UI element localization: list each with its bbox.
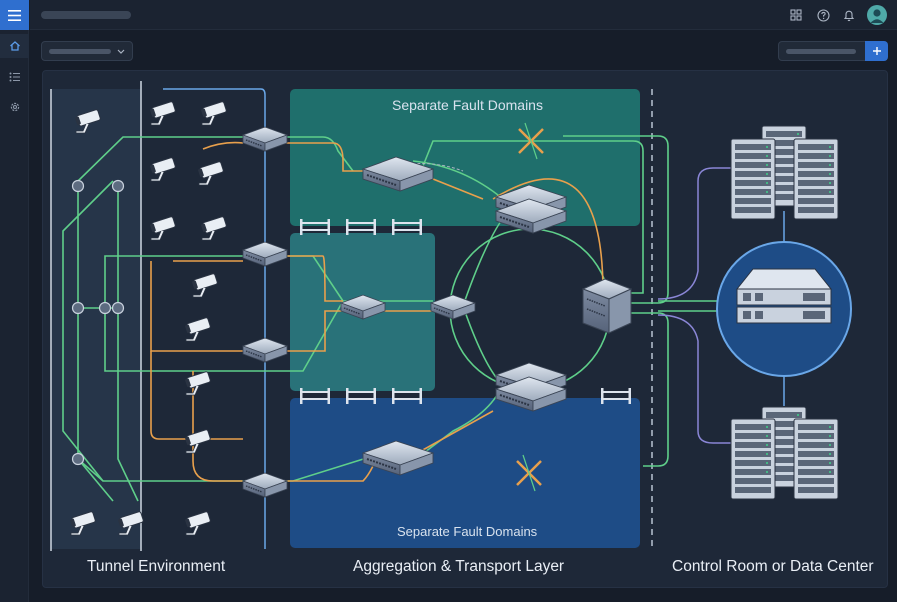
camera-icon (184, 510, 212, 536)
edge-switch-icon (242, 337, 288, 363)
network-diagram-canvas: Separate Fault Domains Separate Fault Do… (42, 70, 888, 588)
broken-link-icon (516, 454, 542, 492)
broken-link-icon (518, 122, 544, 160)
help-icon[interactable] (815, 7, 831, 23)
dropdown-value-placeholder (49, 49, 111, 54)
gear-icon (10, 102, 19, 112)
camera-icon (149, 156, 177, 182)
grid-icon[interactable] (788, 7, 804, 23)
home-icon (9, 41, 20, 51)
search-input[interactable] (778, 41, 866, 61)
camera-icon (200, 215, 228, 241)
camera-icon (191, 272, 219, 298)
view-select-dropdown[interactable] (41, 41, 133, 61)
edge-switch-icon (242, 241, 288, 267)
chevron-down-icon (117, 49, 125, 54)
sidebar-item-list[interactable] (0, 65, 29, 89)
add-button[interactable] (865, 41, 888, 61)
camera-icon (184, 370, 212, 396)
plus-icon (872, 47, 881, 55)
bottom-fault-domain-zone (290, 398, 640, 548)
tunnel-section-label: Tunnel Environment (87, 558, 226, 575)
toolbar (30, 31, 897, 69)
server-rack-icon (793, 138, 839, 220)
camera-icon (184, 316, 212, 342)
aggregation-section-label: Aggregation & Transport Layer (353, 558, 565, 575)
camera-icon (184, 428, 212, 454)
camera-icon (149, 100, 177, 126)
edge-switch-icon (242, 472, 288, 498)
server-rack-icon (730, 418, 776, 500)
top-fault-domain-zone (290, 89, 640, 226)
sidebar-item-home[interactable] (0, 34, 29, 58)
list-icon (9, 72, 20, 82)
camera-icon (200, 100, 228, 126)
bell-icon[interactable] (841, 7, 857, 23)
search-placeholder (786, 49, 856, 54)
top-bar (30, 0, 897, 30)
core-router-icon (581, 278, 633, 334)
aggregation-switch-icon (430, 294, 476, 320)
bottom-fault-domain-label: Separate Fault Domains (397, 524, 538, 539)
camera-icon (149, 215, 177, 241)
central-server-icon (716, 241, 852, 377)
server-rack-icon (730, 138, 776, 220)
server-rack-icon (793, 418, 839, 500)
sidebar (0, 0, 29, 602)
sidebar-item-settings[interactable] (0, 95, 29, 119)
window-title-placeholder (41, 11, 131, 19)
hamburger-menu-icon[interactable] (0, 0, 29, 30)
camera-icon (197, 160, 225, 186)
network-diagram (50, 81, 852, 551)
control-section-label: Control Room or Data Center (672, 558, 874, 575)
top-fault-domain-label: Separate Fault Domains (392, 97, 543, 113)
user-avatar-icon[interactable] (867, 5, 887, 25)
edge-switch-icon (242, 126, 288, 152)
